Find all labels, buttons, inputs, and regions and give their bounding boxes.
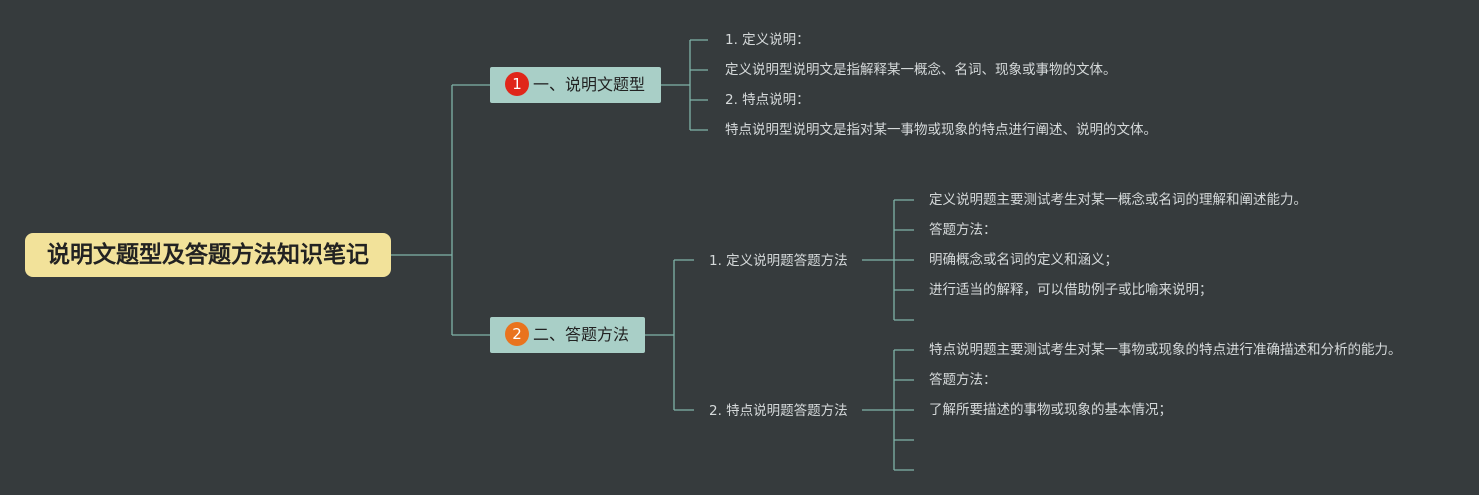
root-topic[interactable]: 说明文题型及答题方法知识笔记 xyxy=(25,233,391,277)
leaf-feature-method-heading[interactable]: 答题方法： xyxy=(929,372,997,388)
priority-2-badge-icon: 2 xyxy=(505,321,529,346)
leaf-definition-method-heading[interactable]: 答题方法： xyxy=(929,222,997,238)
leaf-definition-heading[interactable]: 1. 定义说明： xyxy=(725,32,810,48)
branch-label: 一、说明文题型 xyxy=(533,75,646,94)
leaf-definition-step-2[interactable]: 进行适当的解释，可以借助例子或比喻来说明； xyxy=(929,282,1213,298)
leaf-feature-step-1[interactable]: 了解所要描述的事物或现象的基本情况； xyxy=(929,402,1172,418)
leaf-feature-text[interactable]: 特点说明型说明文是指对某一事物或现象的特点进行阐述、说明的文体。 xyxy=(725,122,1157,138)
priority-1-badge-icon: 1 xyxy=(505,71,529,96)
sub-feature-method[interactable]: 2. 特点说明题答题方法 xyxy=(709,403,848,419)
leaf-definition-step-1[interactable]: 明确概念或名词的定义和涵义； xyxy=(929,252,1118,268)
sub-definition-method[interactable]: 1. 定义说明题答题方法 xyxy=(709,253,848,269)
leaf-definition-text[interactable]: 定义说明型说明文是指解释某一概念、名词、现象或事物的文体。 xyxy=(725,62,1117,78)
leaf-feature-test-purpose[interactable]: 特点说明题主要测试考生对某一事物或现象的特点进行准确描述和分析的能力。 xyxy=(929,342,1402,358)
leaf-feature-heading[interactable]: 2. 特点说明： xyxy=(725,92,810,108)
leaf-definition-test-purpose[interactable]: 定义说明题主要测试考生对某一概念或名词的理解和阐述能力。 xyxy=(929,192,1307,208)
branch-label: 二、答题方法 xyxy=(533,325,630,344)
